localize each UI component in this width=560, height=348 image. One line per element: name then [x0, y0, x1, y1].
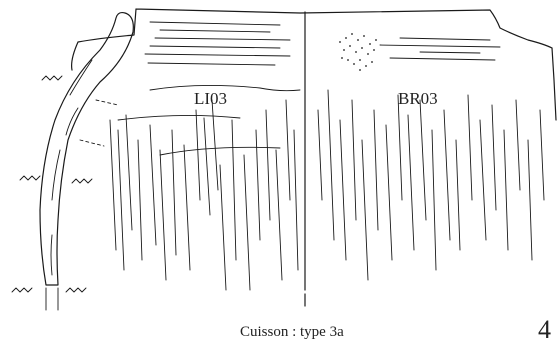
caption: Cuisson : type 3a — [240, 324, 344, 340]
panel-right-edge — [551, 47, 557, 121]
label-left-panel: LI03 — [194, 89, 227, 108]
left-vertical-lines — [109, 99, 299, 291]
dotted-patch — [339, 33, 377, 71]
right-vertical-lines — [317, 89, 545, 281]
connector-dashed-lower — [79, 139, 105, 147]
left-horizontal-hatching — [117, 21, 301, 156]
right-horizontal-hatching — [379, 37, 501, 61]
page-number: 4 — [538, 315, 551, 343]
panel-outline — [71, 8, 553, 71]
label-right-panel: BR03 — [398, 89, 438, 108]
connector-dashed-upper — [95, 99, 119, 106]
left-pillar — [39, 11, 134, 311]
wave-marks — [11, 75, 93, 293]
